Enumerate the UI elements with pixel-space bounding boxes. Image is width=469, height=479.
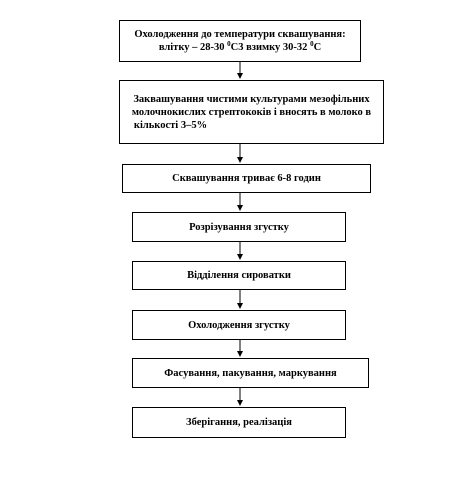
step-packing-label: Фасування, пакування, маркування — [164, 367, 337, 379]
step-cooling-line2: влітку – 28-30 0С3 взимку 30-32 0С — [134, 41, 345, 54]
step-storage-box: Зберігання, реалізація — [132, 407, 346, 438]
step-whey-box: Відділення сироватки — [132, 261, 346, 290]
step-cooling-box: Охолодження до температури сквашування: … — [119, 20, 361, 62]
step-cutting-label: Розрізування згустку — [189, 221, 289, 233]
step-souring-box: Сквашування триває 6-8 годин — [122, 164, 371, 193]
step-starter-line2: молочнокислих стрептококів і вносять в м… — [131, 106, 372, 118]
step-starter-box: Заквашування чистими культурами мезофіль… — [119, 80, 384, 144]
step-cooling-line1: Охолодження до температури сквашування: — [134, 29, 346, 40]
degree-sup-2: 0 — [310, 40, 314, 48]
step-packing-box: Фасування, пакування, маркування — [132, 358, 369, 388]
step-storage-label: Зберігання, реалізація — [186, 417, 292, 428]
step-whey-label: Відділення сироватки — [187, 270, 291, 281]
degree-sup-1: 0 — [227, 40, 231, 48]
step-starter-line1: Заквашування чистими культурами мезофіль… — [133, 93, 370, 105]
step-clot-cooling-label: Охолодження згустку — [188, 319, 290, 331]
step-cutting-box: Розрізування згустку — [132, 212, 346, 242]
step-clot-cooling-box: Охолодження згустку — [132, 310, 346, 340]
step-cooling-unit-text: С — [313, 42, 322, 53]
step-cooling-summer-text: влітку – 28-30 — [158, 42, 228, 53]
step-souring-label: Сквашування триває 6-8 годин — [172, 173, 321, 184]
step-cooling-winter-text: С3 взимку 30-32 — [230, 42, 311, 53]
step-starter-line3: кількості 3–5% — [133, 119, 208, 131]
